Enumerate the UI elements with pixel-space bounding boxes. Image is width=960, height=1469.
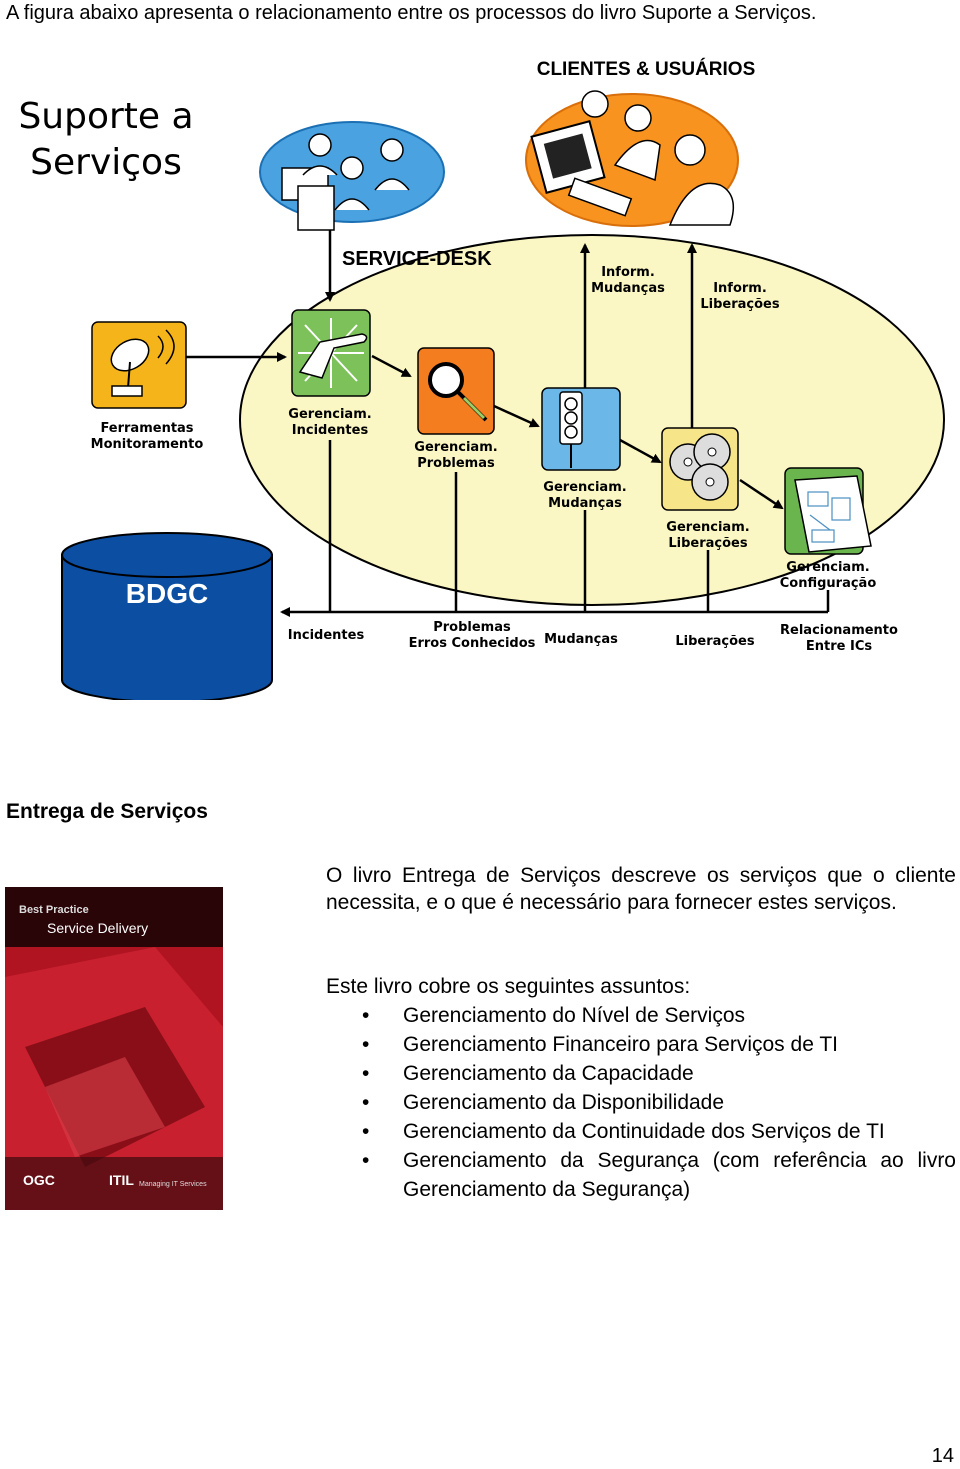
book-publisher-right: ITIL [109, 1172, 134, 1188]
blueprint-icon [784, 467, 872, 555]
incidents-process-line2: Incidentes [292, 423, 369, 438]
topics-intro: Este livro cobre os seguintes assuntos: [326, 975, 691, 998]
inform-changes-line1: Inform. [601, 265, 655, 280]
service-desk-label: SERVICE-DESK [342, 248, 492, 270]
record-problems-line2: Erros Conhecidos [409, 636, 536, 651]
topic-text: Gerenciamento Financeiro para Serviços d… [403, 1033, 838, 1056]
intro-text: A figura abaixo apresenta o relacionamen… [6, 2, 817, 24]
record-incidents: Incidentes [288, 628, 365, 643]
arrow-changes-releases [619, 438, 662, 464]
config-process-line2: Configuração [780, 576, 877, 591]
book-tagline: Managing IT Services [139, 1181, 207, 1188]
database-cylinder [61, 532, 273, 700]
bullet: • [362, 1149, 370, 1172]
diagram-title-line2: Serviços [30, 142, 182, 183]
topics-block: Este livro cobre os seguintes assuntos: … [326, 972, 956, 1204]
arrow-problems-changes [493, 404, 540, 428]
inform-releases-line2: Liberações [700, 297, 780, 312]
book-series: Best Practice [19, 904, 89, 916]
clients-label: CLIENTES & USUÁRIOS [537, 58, 756, 80]
list-item: • Gerenciamento da Continuidade dos Servi… [326, 1117, 956, 1146]
record-relations-line1: Relacionamento [780, 623, 898, 638]
page-number: 14 [931, 1445, 954, 1467]
pointing-hand-icon [291, 309, 371, 397]
releases-process-line2: Liberações [668, 536, 748, 551]
book-publisher-left: OGC [23, 1172, 55, 1188]
satellite-dish-icon [91, 321, 187, 409]
discs-icon [661, 427, 739, 511]
bullet: • [362, 1033, 370, 1056]
topic-text: Gerenciamento da Capacidade [403, 1062, 694, 1085]
helpdesk-people-icon [259, 121, 445, 231]
database-label: BDGC [126, 578, 208, 609]
book-cover-image: Best Practice Service Delivery OGC ITIL … [5, 887, 223, 1210]
topic-text: Gerenciamento do Nível de Serviços [403, 1004, 745, 1027]
bullet: • [362, 1062, 370, 1085]
record-releases: Liberações [675, 634, 755, 649]
list-item: • Gerenciamento da Segurança (com referên… [326, 1146, 956, 1204]
section-title: Entrega de Serviços [6, 800, 208, 823]
diagram-title-line1: Suporte a [18, 96, 193, 137]
list-item: • Gerenciamento Financeiro para Serviços … [326, 1030, 956, 1059]
inform-releases-line1: Inform. [713, 281, 767, 296]
topics-list: • Gerenciamento do Nível de Serviços • Ger… [326, 1001, 956, 1204]
bullet: • [362, 1091, 370, 1114]
record-problems-line1: Problemas [433, 620, 511, 635]
list-item: • Gerenciamento da Disponibilidade [326, 1088, 956, 1117]
section-paragraph: O livro Entrega de Serviços descreve os … [326, 864, 956, 914]
changes-process-line2: Mudanças [548, 496, 622, 511]
arrow-incidents-problems [371, 354, 412, 378]
arrow-releases-config [739, 478, 784, 510]
changes-process-line1: Gerenciam. [543, 480, 626, 495]
topic-text: Gerenciamento da Continuidade dos Serviç… [403, 1120, 885, 1143]
config-process-line1: Gerenciam. [786, 560, 869, 575]
computer-users-icon [525, 90, 739, 227]
topic-text: Gerenciamento da Segurança (com referênc… [403, 1149, 956, 1201]
bullet: • [362, 1120, 370, 1143]
topic-text: Gerenciamento da Disponibilidade [403, 1091, 725, 1114]
list-item: • Gerenciamento da Capacidade [326, 1059, 956, 1088]
releases-process-line1: Gerenciam. [666, 520, 749, 535]
list-item: • Gerenciamento do Nível de Serviços [326, 1001, 956, 1030]
inform-changes-line2: Mudanças [591, 281, 665, 296]
traffic-light-icon [541, 387, 621, 471]
bullet: • [362, 1004, 370, 1027]
problems-process-line1: Gerenciam. [414, 440, 497, 455]
book-title: Service Delivery [47, 920, 148, 936]
monitoring-line1: Ferramentas [100, 421, 193, 436]
magnifier-icon [417, 347, 495, 435]
incidents-process-line1: Gerenciam. [288, 407, 371, 422]
support-services-diagram: BDGC Suporte a Serviços CLIENTES & USUÁR… [18, 58, 945, 700]
problems-process-line2: Problemas [417, 456, 495, 471]
record-changes: Mudanças [544, 632, 618, 647]
record-relations-line2: Entre ICs [806, 639, 872, 654]
monitoring-line2: Monitoramento [91, 437, 204, 452]
